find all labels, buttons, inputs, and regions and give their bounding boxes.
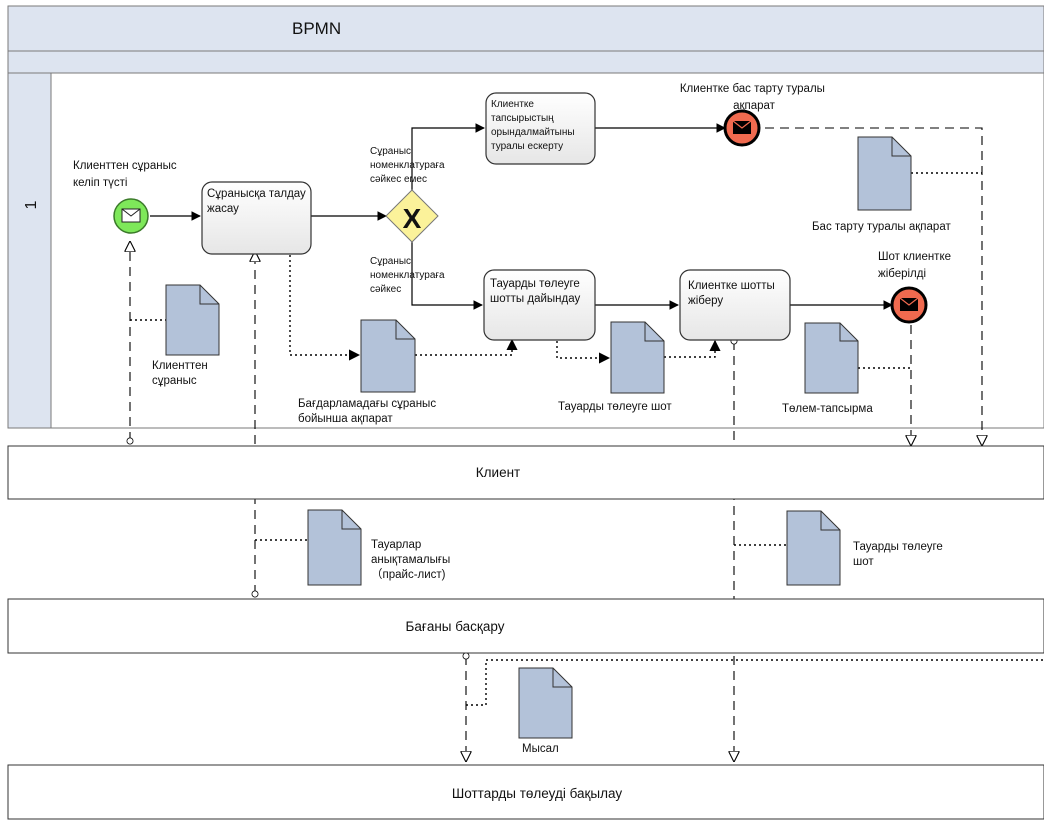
doc-pl-line1: Тауарлар — [371, 539, 421, 551]
pool-client: Клиент — [7, 445, 1044, 500]
doc-price-list-label: Тауарлар анықтамалығы （прайс-лист) — [371, 539, 454, 581]
doc-cr-line1: Клиенттен — [152, 360, 208, 372]
lane-header — [7, 72, 52, 429]
doc-pi-line2: бойынша ақпарат — [298, 413, 393, 425]
x-icon: X — [403, 203, 422, 234]
lane-label: 1 — [23, 200, 40, 209]
pool-price-mgmt: Бағаны басқару — [7, 598, 1044, 654]
pool-subheader — [7, 50, 1044, 74]
doc-rejection-info — [857, 136, 912, 211]
doc-invoice2-label: Тауарды төлеуге шот — [853, 541, 946, 568]
doc-client-request-label: Клиенттен сұраныс — [152, 360, 211, 387]
task-notify: Клиентке тапсырыстың орындалмайтыны тура… — [485, 92, 596, 165]
assoc-analyze-program — [289, 255, 361, 361]
doc-example — [518, 667, 573, 739]
gw-no-line2: номенклатураға — [370, 160, 445, 171]
envelope-icon — [732, 120, 752, 134]
pool-price-mgmt-label: Бағаны басқару — [406, 619, 505, 634]
doc-payment-order-label: Төлем-тапсырма — [782, 403, 873, 415]
svg-text:Клиентке шотты жіберу: Клиентке шотты жіберу — [688, 280, 778, 307]
invoice-sent-event — [890, 286, 928, 324]
task-prepare-line2: шотты дайындау — [490, 293, 580, 305]
pool-payment-control-label: Шоттарды төлеуді бақылау — [452, 786, 622, 801]
doc-example-label: Мысал — [522, 743, 559, 755]
gw-yes-line1: Сұраныс — [370, 256, 411, 267]
invoice-sent-line2: жіберілді — [878, 268, 926, 280]
start-event — [113, 198, 149, 234]
doc-invoice2 — [786, 510, 841, 586]
doc-invoice-label: Тауарды төлеуге шот — [558, 401, 672, 413]
reject-message-event — [723, 109, 761, 147]
gw-yes-line3: сәйкес — [370, 284, 401, 295]
pool-payment-control: Шоттарды төлеуді бақылау — [7, 764, 1044, 820]
start-label-line1: Клиенттен сұраныс — [73, 160, 177, 172]
doc-client-request — [165, 284, 220, 356]
associations — [130, 172, 1044, 706]
task-send-line2: жіберу — [688, 295, 723, 307]
doc-pi-line1: Бағдарламадағы сұраныс — [298, 398, 436, 410]
gw-no-line1: Сұраныс — [370, 146, 411, 157]
doc-pl-line2: анықтамалығы — [371, 554, 450, 566]
pool-title: BPMN — [292, 19, 341, 38]
svg-text:Тауарды төлеуге шотты да: Тауарды төлеуге шотты дайындау — [490, 278, 583, 305]
doc-rejection-info-label: Бас тарту туралы ақпарат — [812, 221, 951, 233]
doc-program-info — [360, 319, 416, 393]
task-send: Клиентке шотты жіберу — [679, 269, 791, 341]
invoice-sent-label: Шот клиентке жіберілді — [878, 251, 954, 280]
task-analyze-line2: жасау — [207, 203, 239, 215]
task-prepare: Тауарды төлеуге шотты дайындау — [483, 269, 596, 341]
gateway-no-match-label: Сұраныс номенклатураға сәйкес емес — [370, 146, 447, 185]
start-label-line2: келіп түсті — [73, 177, 127, 189]
task-notify-line2: тапсырыстың — [491, 113, 554, 124]
doc-price-list — [307, 509, 362, 586]
svg-text:Клиентке тапсырыстың: Клиентке тапсырыстың орындалмайтыны тура… — [491, 99, 577, 152]
task-notify-line1: Клиентке — [491, 99, 534, 110]
gw-no-line3: сәйкес емес — [370, 174, 427, 185]
task-notify-line3: орындалмайтыны — [491, 127, 575, 138]
envelope-icon — [899, 297, 919, 311]
doc-pl-line3: （прайс-лист) — [371, 568, 446, 581]
flow-gateway-prepare — [411, 242, 483, 310]
reject-label-line2: ақпарат — [733, 100, 776, 112]
doc-cr-line2: сұраныс — [152, 375, 197, 387]
flow-gateway-notify — [411, 123, 485, 190]
doc-inv2-line1: Тауарды төлеуге — [853, 541, 943, 553]
assoc-invoice-send — [664, 339, 721, 358]
sequence-flows — [150, 123, 893, 310]
svg-text:Сұранысқа талдау жасау: Сұранысқа талдау жасау — [207, 188, 309, 215]
assoc-program-prepare — [415, 338, 518, 356]
envelope-icon — [121, 208, 141, 223]
reject-event-label: Клиентке бас тарту туралы ақпарат — [680, 83, 828, 112]
doc-inv2-line2: шот — [853, 556, 874, 568]
assoc-example — [466, 659, 1044, 706]
gw-yes-line2: номенклатураға — [370, 270, 445, 281]
start-event-label: Клиенттен сұраныс келіп түсті — [73, 160, 180, 189]
msg-reject-client — [765, 127, 982, 445]
exclusive-gateway: X — [385, 189, 439, 243]
task-analyze-line1: Сұранысқа талдау — [207, 188, 306, 200]
assoc-prepare-invoice — [556, 341, 611, 364]
task-notify-line4: туралы ескерту — [491, 141, 563, 152]
doc-program-info-label: Бағдарламадағы сұраныс бойынша ақпарат — [298, 398, 439, 425]
pool-header — [7, 5, 1044, 52]
task-send-line1: Клиентке шотты — [688, 280, 775, 292]
task-prepare-line1: Тауарды төлеуге — [490, 278, 580, 290]
doc-payment-order — [804, 322, 859, 394]
pool-client-label: Клиент — [476, 465, 520, 480]
gateway-match-label: Сұраныс номенклатураға сәйкес — [370, 256, 447, 295]
main-pool: BPMN 1 — [7, 5, 1044, 429]
message-flows — [130, 127, 982, 761]
reject-label-line1: Клиентке бас тарту туралы — [680, 83, 825, 95]
task-analyze: Сұранысқа талдау жасау — [201, 181, 312, 255]
doc-invoice — [610, 321, 665, 394]
invoice-sent-line1: Шот клиентке — [878, 251, 951, 263]
